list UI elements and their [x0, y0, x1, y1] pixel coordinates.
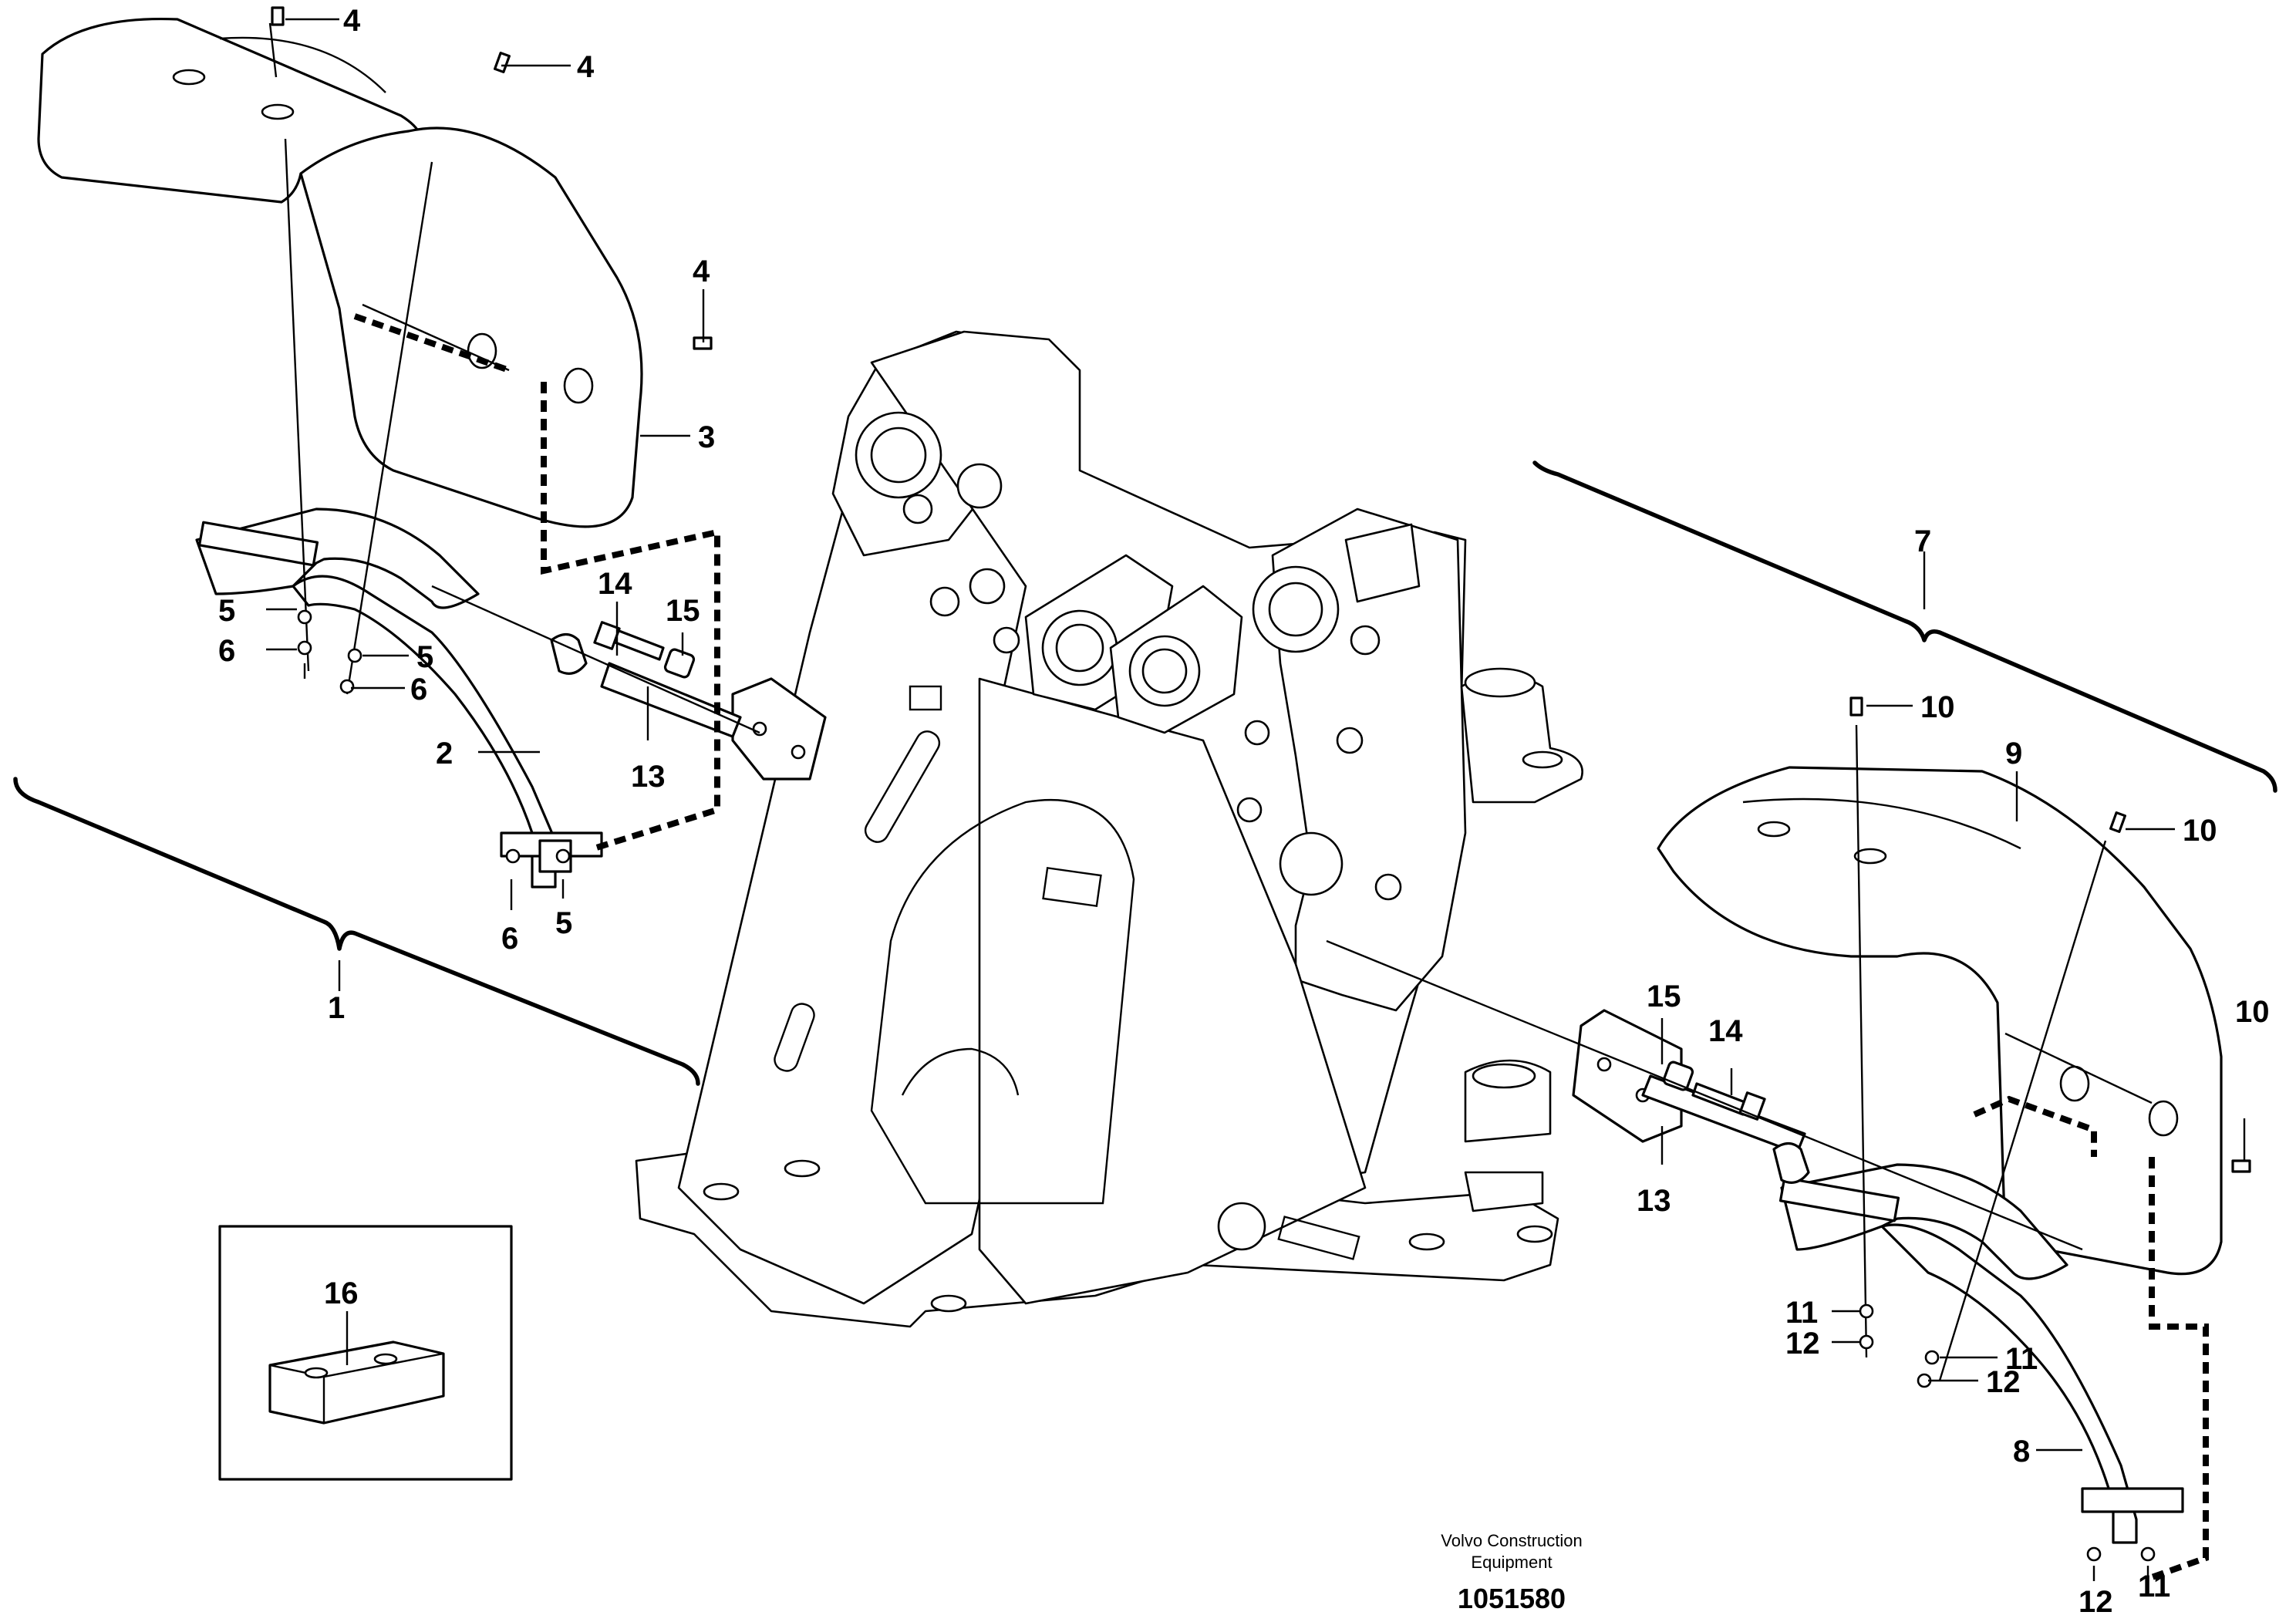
left-fender-side — [299, 126, 643, 528]
callout-16: 16 — [324, 1276, 359, 1310]
caption-block: Volvo Construction Equipment 1051580 — [1441, 1531, 1582, 1614]
callout-14-right: 14 — [1708, 1014, 1743, 1048]
left-dash-1 — [353, 313, 511, 373]
callout-5-left-a: 5 — [218, 594, 235, 628]
right-dash-1 — [1973, 1095, 2097, 1157]
leader-lines — [266, 18, 2246, 1581]
callout-10-upper: 10 — [2183, 814, 2217, 848]
callout-4-upper: 4 — [577, 50, 595, 84]
callout-13-right: 13 — [1637, 1184, 1671, 1218]
left-rod — [600, 662, 742, 738]
callout-1: 1 — [328, 991, 345, 1025]
callout-4-top: 4 — [343, 4, 361, 38]
callout-13-left: 13 — [631, 760, 666, 794]
callout-11-right-b: 11 — [2005, 1342, 2038, 1376]
callout-7: 7 — [1914, 524, 1931, 558]
callout-6-left-b: 6 — [410, 673, 427, 706]
document-number: 1051580 — [1458, 1583, 1566, 1614]
callout-10-side: 10 — [2235, 995, 2270, 1029]
callout-3: 3 — [698, 420, 715, 454]
callout-12-right-c: 12 — [2079, 1585, 2113, 1619]
callout-11-right-a: 11 — [1785, 1296, 1818, 1330]
callout-2: 2 — [436, 737, 453, 771]
callout-labels: 4 4 4 3 14 15 5 6 5 6 2 13 6 5 1 7 10 9 … — [218, 4, 2270, 1619]
left-dash-2 — [541, 382, 720, 851]
callout-6-left-c: 6 — [501, 922, 518, 956]
callout-11-right-c: 11 — [2138, 1570, 2170, 1603]
front-frame — [635, 330, 1583, 1328]
right-fender-assembly — [1326, 460, 2277, 1580]
callout-5-left-c: 5 — [555, 906, 572, 940]
callout-6-left-a: 6 — [218, 634, 235, 668]
left-fender-assembly — [13, 6, 827, 1086]
callout-9: 9 — [2005, 737, 2022, 771]
left-group-bracket — [13, 777, 700, 1086]
inset-detail — [218, 1225, 513, 1481]
right-group-bracket — [1532, 460, 2277, 793]
callout-15-left: 15 — [666, 594, 700, 628]
right-fender-top — [1657, 766, 2223, 1276]
callout-12-right-b: 12 — [1986, 1365, 2021, 1399]
callout-8: 8 — [2013, 1435, 2030, 1469]
caption-company: Volvo Construction — [1441, 1531, 1582, 1550]
callout-5-left-b: 5 — [416, 640, 433, 674]
callout-15-right: 15 — [1647, 980, 1681, 1013]
right-dash-2 — [2149, 1157, 2209, 1580]
callout-10-top: 10 — [1920, 690, 1955, 724]
right-mount-plate — [1572, 1009, 1683, 1143]
callout-14-left: 14 — [598, 567, 632, 601]
callout-12-right-a: 12 — [1785, 1327, 1820, 1361]
callout-4-side: 4 — [693, 255, 710, 288]
caption-subtitle: Equipment — [1471, 1553, 1552, 1572]
